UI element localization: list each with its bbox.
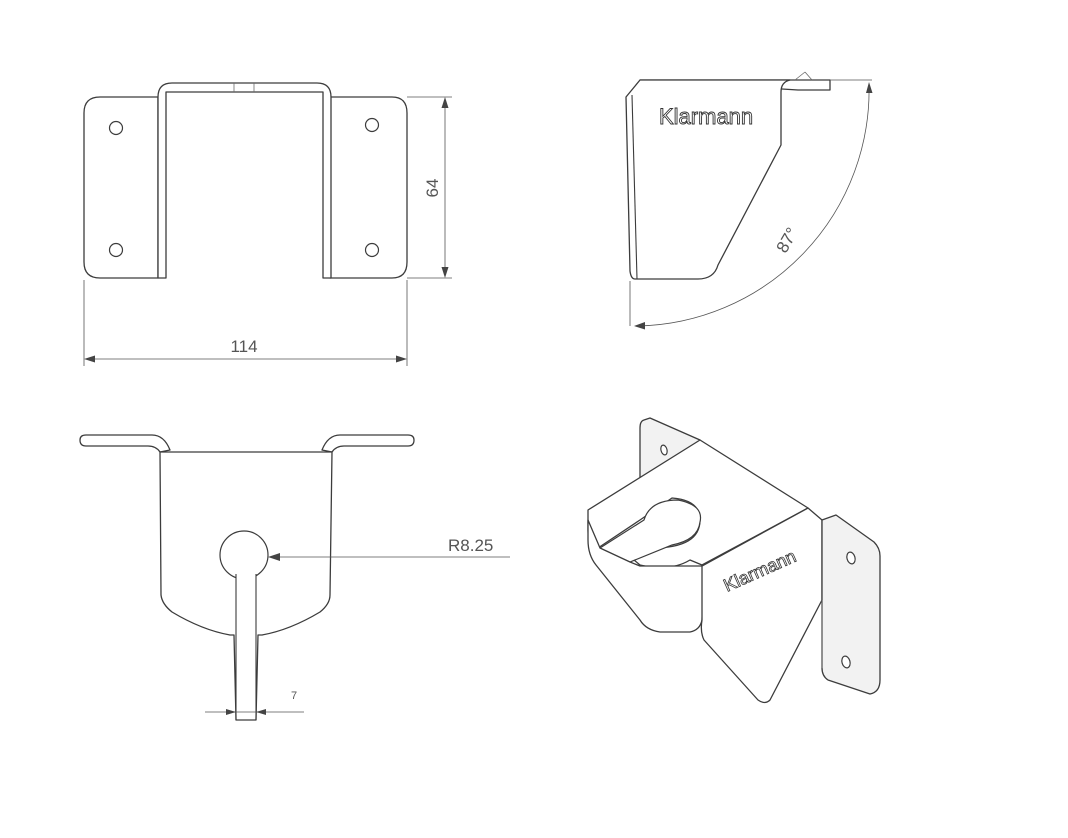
side-angle-label: 87° xyxy=(773,224,802,256)
front-left-flange xyxy=(83,96,159,279)
bottom-slot-label: 7 xyxy=(291,690,297,702)
front-hole-top-left xyxy=(108,120,124,136)
front-height-label: 64 xyxy=(423,179,442,198)
front-u-channel xyxy=(157,82,332,279)
side-brand-label: Klarmann xyxy=(659,104,753,129)
side-main-plate xyxy=(625,79,791,280)
bottom-left-flange xyxy=(79,434,171,453)
side-view: Klarmann 87° xyxy=(625,71,873,330)
front-height-dimension: 64 xyxy=(407,96,452,279)
bottom-right-flange xyxy=(321,434,415,453)
bottom-view: R8.25 7 xyxy=(79,434,510,721)
bottom-radius-dimension: R8.25 xyxy=(268,536,510,561)
isometric-view: Klarmann xyxy=(587,417,881,704)
iso-right-flange xyxy=(821,514,881,695)
front-hole-bottom-left xyxy=(108,242,124,258)
front-hole-bottom-right xyxy=(364,242,380,258)
front-view: 64 114 xyxy=(83,82,452,366)
front-width-dimension: 114 xyxy=(83,280,408,366)
front-hole-top-right xyxy=(364,117,380,133)
iso-front-face xyxy=(700,507,823,704)
bottom-radius-label: R8.25 xyxy=(448,536,493,555)
bottom-slot-dimension: 7 xyxy=(205,690,304,715)
bottom-keyhole-circle xyxy=(219,530,269,580)
front-right-flange xyxy=(329,96,408,279)
front-width-label: 114 xyxy=(230,337,257,356)
